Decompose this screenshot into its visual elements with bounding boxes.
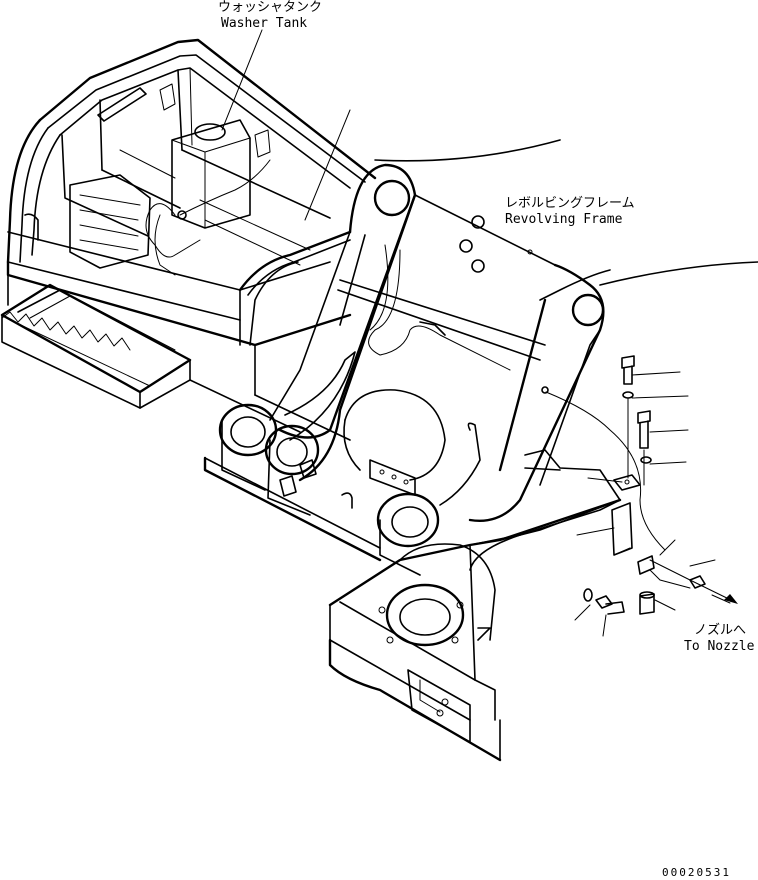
washer-tank-leader <box>221 29 263 131</box>
revolving-frame-label-en: Revolving Frame <box>505 212 623 227</box>
washer-tank-label-en: Washer Tank <box>221 16 307 31</box>
cab-body <box>6 38 377 396</box>
revolving-frame-label-jp: レボルビングフレーム <box>505 196 635 211</box>
exploded-parts <box>574 355 738 637</box>
drawing-number: 00020531 <box>662 866 731 879</box>
cab-leader <box>304 109 351 221</box>
nozzle-label-jp: ノズルへ <box>694 622 746 638</box>
nozzle-label-en: To Nozzle <box>684 639 755 654</box>
revolving-frame <box>145 139 758 576</box>
lower-frame <box>328 449 622 762</box>
washer-tank-label-jp: ウォッシャタンク <box>218 0 322 15</box>
step-platform <box>0 283 192 409</box>
